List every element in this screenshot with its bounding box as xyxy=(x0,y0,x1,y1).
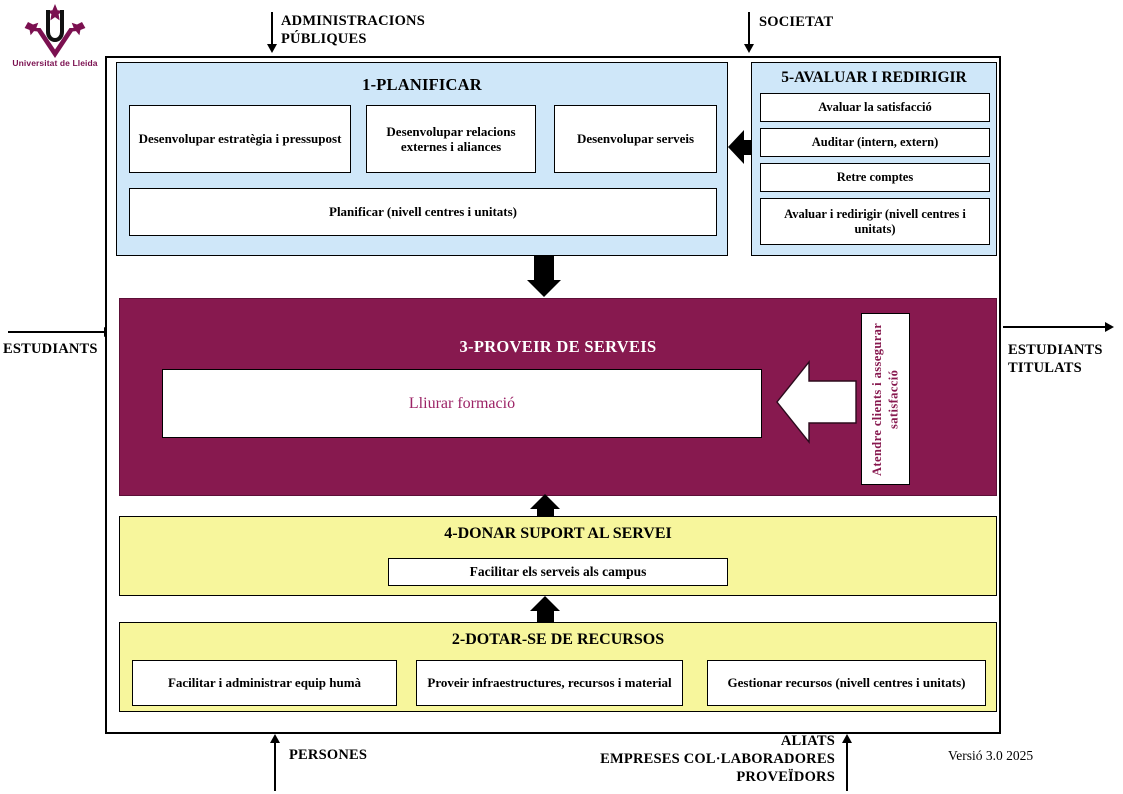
process-cell-atendre-clients-label: Atendre clients i assegurar satisfacció xyxy=(870,322,901,476)
process-cell-facilitar-serveis-campus[interactable]: Facilitar els serveis als campus xyxy=(388,558,728,586)
process-cell-estrategia-pressupost[interactable]: Desenvolupar estratègia i pressupost xyxy=(129,105,351,173)
input-arrow-societat-shaft xyxy=(748,12,750,48)
process-cell-relacions-externes[interactable]: Desenvolupar relacions externes i alianc… xyxy=(366,105,536,173)
input-arrow-societat-head xyxy=(744,44,754,53)
process-block-planificar[interactable]: 1-PLANIFICAR Desenvolupar estratègia i p… xyxy=(116,62,728,256)
input-arrow-administracions-head xyxy=(267,44,277,53)
version-label: Versió 3.0 2025 xyxy=(948,748,1034,763)
label-societat: SOCIETAT xyxy=(759,14,834,30)
process-cell-avaluar-redirigir-centres[interactable]: Avaluar i redirigir (nivell centres i un… xyxy=(760,198,990,245)
process-cell-avaluar-satisfaccio[interactable]: Avaluar la satisfacció xyxy=(760,93,990,122)
udl-logo-caption: Universitat de Lleida xyxy=(12,58,98,68)
process-cell-atendre-clients[interactable]: Atendre clients i assegurar satisfacció xyxy=(861,313,910,485)
feedback-arrow-head xyxy=(728,130,744,164)
input-arrow-persones-head xyxy=(270,734,280,743)
label-estudiants: ESTUDIANTS xyxy=(3,341,98,357)
process-cell-equip-huma[interactable]: Facilitar i administrar equip humà xyxy=(132,660,397,706)
udl-logo-mark xyxy=(24,4,86,58)
process-block-donar-suport[interactable]: 4-DONAR SUPORT AL SERVEI Facilitar els s… xyxy=(119,516,997,596)
process-title-suport: 4-DONAR SUPORT AL SERVEI xyxy=(444,525,672,542)
label-administracions-publiques: ADMINISTRACIONS PÚBLIQUES xyxy=(281,13,425,48)
label-aliats-empreses-proveidors: ALIATS EMPRESES COL·LABORADORES PROVEÏDO… xyxy=(600,733,835,786)
flow-arrow-resources-to-support-shaft xyxy=(537,608,554,626)
process-block-proveir-serveis[interactable]: 3-PROVEIR DE SERVEIS Lliurar formació At… xyxy=(119,298,997,496)
process-title-avaluar: 5-AVALUAR I REDIRIGIR xyxy=(781,69,967,86)
process-cell-infraestructures[interactable]: Proveir infraestructures, recursos i mat… xyxy=(416,660,683,706)
output-arrow-titulats-head xyxy=(1105,322,1114,332)
udl-logo: Universitat de Lleida xyxy=(6,2,104,74)
process-cell-gestionar-recursos-centres[interactable]: Gestionar recursos (nivell centres i uni… xyxy=(707,660,986,706)
input-arrow-persones-shaft xyxy=(274,742,276,791)
flow-arrow-plan-to-provide-head xyxy=(527,280,561,297)
process-block-avaluar-redirigir[interactable]: 5-AVALUAR I REDIRIGIR Avaluar la satisfa… xyxy=(751,62,997,256)
label-estudiants-titulats: ESTUDIANTS TITULATS xyxy=(1008,342,1103,377)
process-cell-planificar-centres[interactable]: Planificar (nivell centres i unitats) xyxy=(129,188,717,236)
process-block-dotar-se-recursos[interactable]: 2-DOTAR-SE DE RECURSOS Facilitar i admin… xyxy=(119,622,997,712)
flow-arrow-resources-to-support-head xyxy=(530,596,560,611)
input-arrow-administracions-shaft xyxy=(271,12,273,48)
process-cell-lliurar-formacio[interactable]: Lliurar formació xyxy=(162,369,762,438)
process-cell-auditar[interactable]: Auditar (intern, extern) xyxy=(760,128,990,157)
process-title-recursos: 2-DOTAR-SE DE RECURSOS xyxy=(451,631,665,648)
flow-arrow-plan-to-provide-shaft xyxy=(534,256,554,282)
process-title-planificar: 1-PLANIFICAR xyxy=(362,75,482,94)
input-arrow-aliats-head xyxy=(842,734,852,743)
client-attention-arrow xyxy=(776,360,857,444)
flow-arrow-support-to-provide-head xyxy=(530,494,560,509)
process-cell-desenvolupar-serveis[interactable]: Desenvolupar serveis xyxy=(554,105,717,173)
output-arrow-titulats-shaft xyxy=(1003,326,1107,328)
label-persones: PERSONES xyxy=(289,747,368,763)
input-arrow-estudiants-shaft xyxy=(8,331,106,333)
input-arrow-aliats-shaft xyxy=(846,742,848,791)
process-title-proveir: 3-PROVEIR DE SERVEIS xyxy=(459,337,657,356)
process-cell-retre-comptes[interactable]: Retre comptes xyxy=(760,163,990,192)
